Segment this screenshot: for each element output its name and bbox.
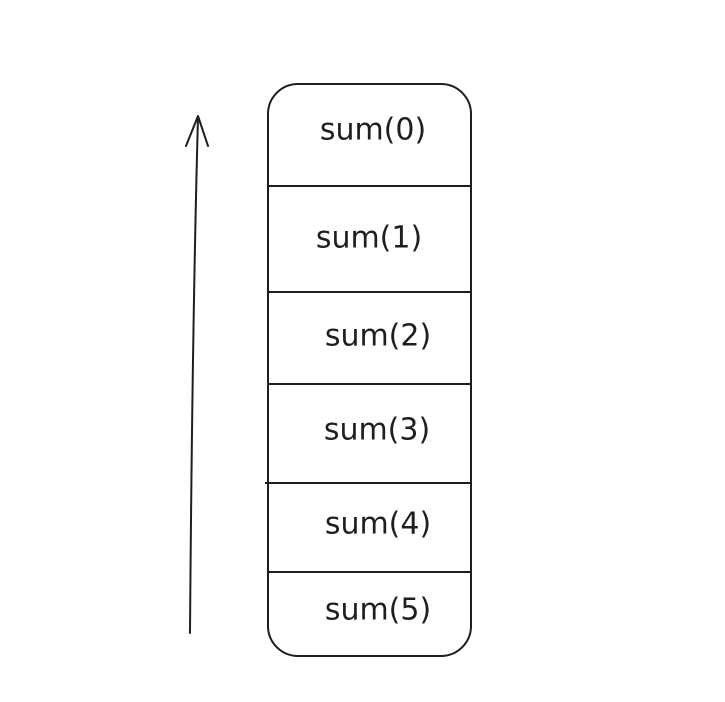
frame-label-sum-1: sum(1) [316, 221, 422, 256]
frame-label-sum-0: sum(0) [320, 113, 426, 148]
call-stack: sum(0) sum(1) sum(2) sum(3) sum(4) sum(5… [265, 83, 472, 657]
upward-arrow [185, 115, 209, 634]
frame-label-sum-5: sum(5) [325, 593, 431, 628]
stack-outline [267, 83, 472, 657]
frame-label-sum-3: sum(3) [324, 413, 430, 448]
arrow-shaft [189, 116, 199, 634]
arrow-head-icon [185, 115, 209, 147]
frame-label-sum-4: sum(4) [325, 507, 431, 542]
frame-label-sum-2: sum(2) [325, 319, 431, 354]
